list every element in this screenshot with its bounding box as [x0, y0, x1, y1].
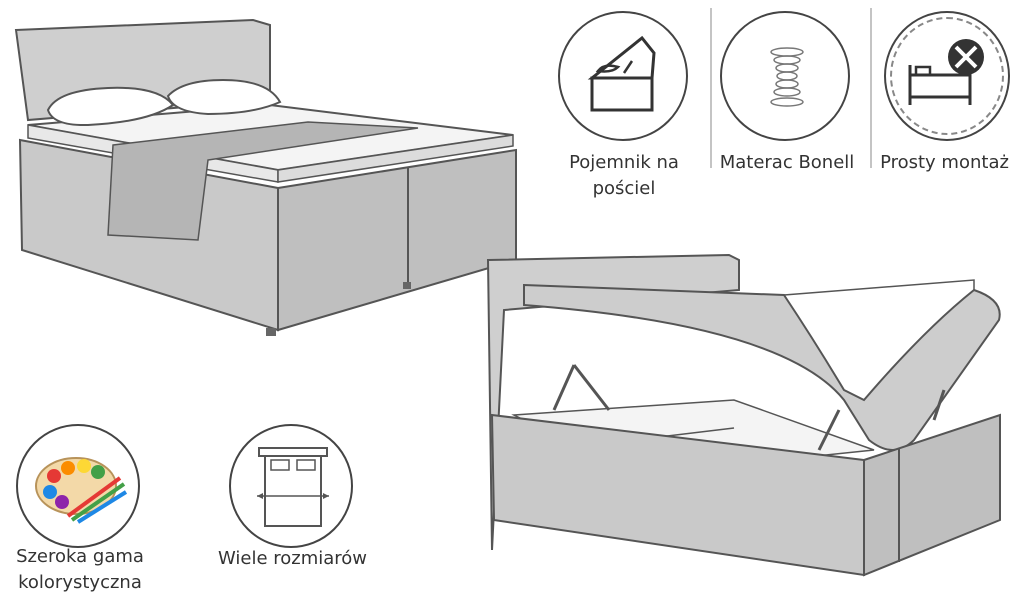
color-palette-icon [32, 450, 128, 526]
closed-bed-illustration [8, 10, 528, 340]
open-bed-illustration [484, 250, 1006, 580]
storage-label-line2: pościel [592, 178, 656, 199]
bed-tools-icon [904, 35, 994, 115]
storage-label: Pojemnik na pościel [555, 150, 693, 202]
sizes-label: Wiele rozmiarów [217, 548, 368, 569]
mattress-label: Materac Bonell [719, 152, 855, 173]
separator-1 [710, 8, 712, 168]
separator-2 [870, 8, 872, 168]
colors-feature-circle [16, 424, 140, 548]
sizes-feature-circle [229, 424, 353, 548]
colors-label-line2: kolorystyczna [18, 572, 142, 593]
spring-icon [765, 46, 809, 110]
assembly-feature-circle [884, 11, 1010, 141]
colors-label-line1: Szeroka gama [16, 546, 144, 567]
storage-feature-circle [558, 11, 688, 141]
mattress-feature-circle [720, 11, 850, 141]
bed-storage-icon [584, 33, 664, 118]
dashed-ring [890, 17, 1004, 135]
colors-label: Szeroka gama kolorystyczna [0, 544, 160, 596]
bed-size-icon [255, 444, 331, 532]
storage-label-line1: Pojemnik na [569, 152, 679, 173]
assembly-label: Prosty montaż [880, 152, 1009, 173]
